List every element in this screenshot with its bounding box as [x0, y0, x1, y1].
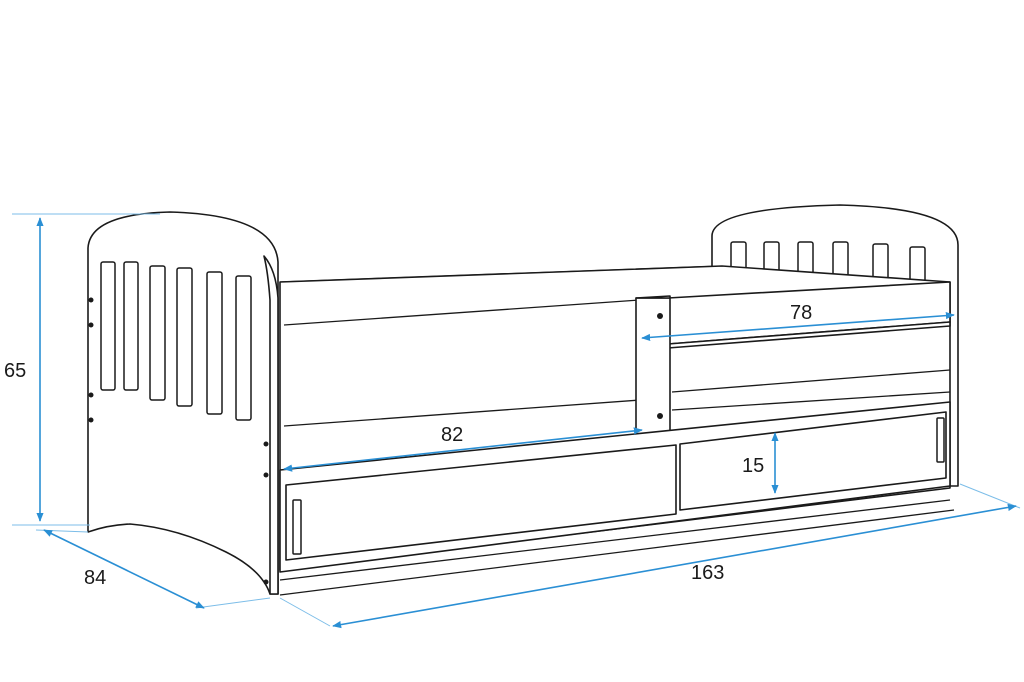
dimension-labels: 65 84 163 82 78 15 [4, 302, 812, 589]
depth-dimension-line [43, 529, 205, 609]
height-label: 65 [4, 360, 26, 382]
guard-length-label: 82 [441, 424, 463, 446]
rail-length-label: 78 [790, 302, 812, 324]
left-headboard-edge [263, 255, 279, 595]
length-label: 163 [691, 562, 724, 584]
left-headboard-slats [100, 261, 252, 421]
headboard-screws [88, 297, 269, 585]
bed-frame [87, 204, 959, 596]
right-drawer-handle [936, 417, 945, 463]
left-drawer-handle [292, 499, 302, 555]
drawer-height-label: 15 [742, 455, 764, 477]
rail-length-dimension-line [641, 312, 955, 341]
dimension-lines [12, 213, 1021, 629]
guard-length-dimension-line [283, 427, 643, 472]
right-drawer [679, 411, 947, 511]
length-dimension-line [332, 503, 1017, 629]
depth-label: 84 [84, 567, 106, 589]
